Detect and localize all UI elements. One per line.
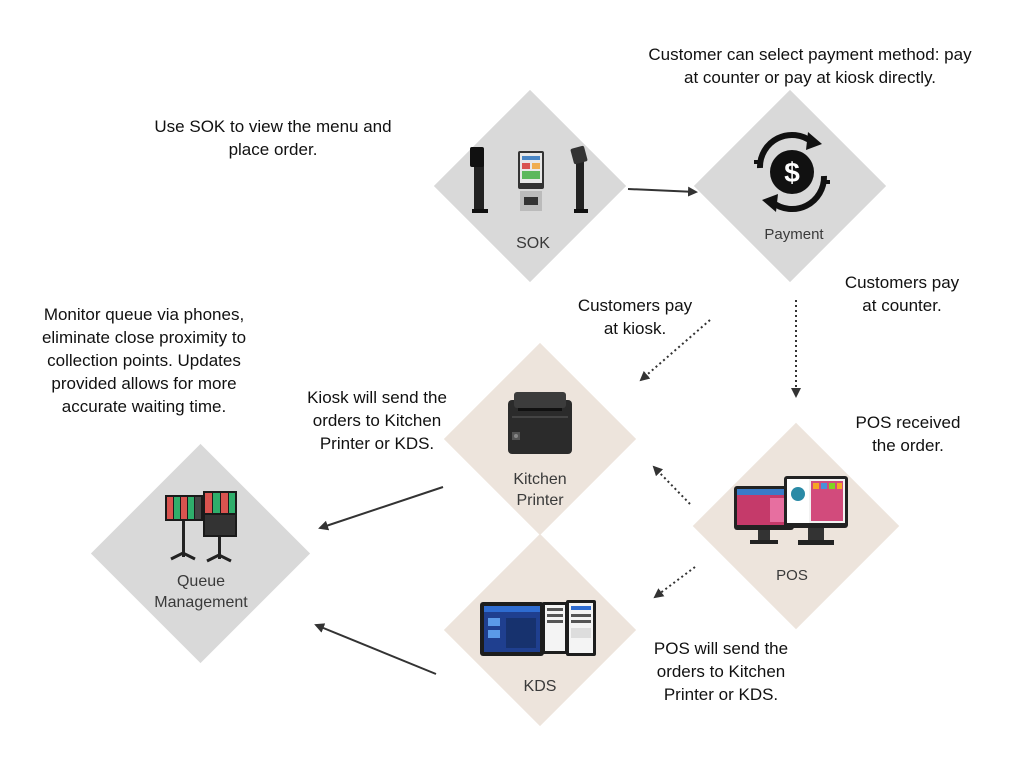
kiosk-icon: [470, 145, 588, 213]
payment-label: Payment: [764, 226, 824, 243]
queue-management-label: Queue Management: [154, 573, 248, 611]
arrow-pos-to-kds: [653, 566, 696, 599]
arrow-kds-to-queue: [314, 623, 437, 675]
queue-caption: Monitor queue via phones, eliminate clos…: [41, 305, 247, 416]
arrow-payment-to-kitchen: [639, 319, 711, 382]
kiosk-send-caption: Kiosk will send the orders to Kitchen Pr…: [307, 388, 447, 453]
arrow-sok-to-payment: [627, 186, 698, 197]
queue-display-icon: [165, 491, 237, 563]
pos-send-caption: POS will send the orders to Kitchen Prin…: [653, 639, 789, 704]
kds-label: KDS: [523, 678, 557, 695]
pay-kiosk-caption: Customers pay at kiosk.: [577, 296, 693, 338]
payment-caption: Customer can select payment method: pay …: [648, 45, 972, 87]
printer-icon: [508, 392, 572, 454]
pos-label: POS: [776, 567, 808, 584]
kitchen-printer-label: Kitchen Printer: [513, 471, 567, 509]
svg-text:$: $: [784, 157, 800, 188]
arrow-pos-to-kitchen: [652, 465, 691, 505]
payment-dollar-icon: $: [754, 131, 830, 213]
pos-terminal-icon: [734, 476, 848, 545]
kds-screens-icon: [480, 600, 596, 656]
pay-counter-caption: Customers pay at counter.: [844, 273, 960, 315]
pos-received-caption: POS received the order.: [855, 413, 961, 455]
arrow-kitchen-to-queue: [318, 486, 444, 531]
sok-caption: Use SOK to view the menu and place order…: [154, 117, 392, 159]
sok-label: SOK: [516, 235, 550, 252]
